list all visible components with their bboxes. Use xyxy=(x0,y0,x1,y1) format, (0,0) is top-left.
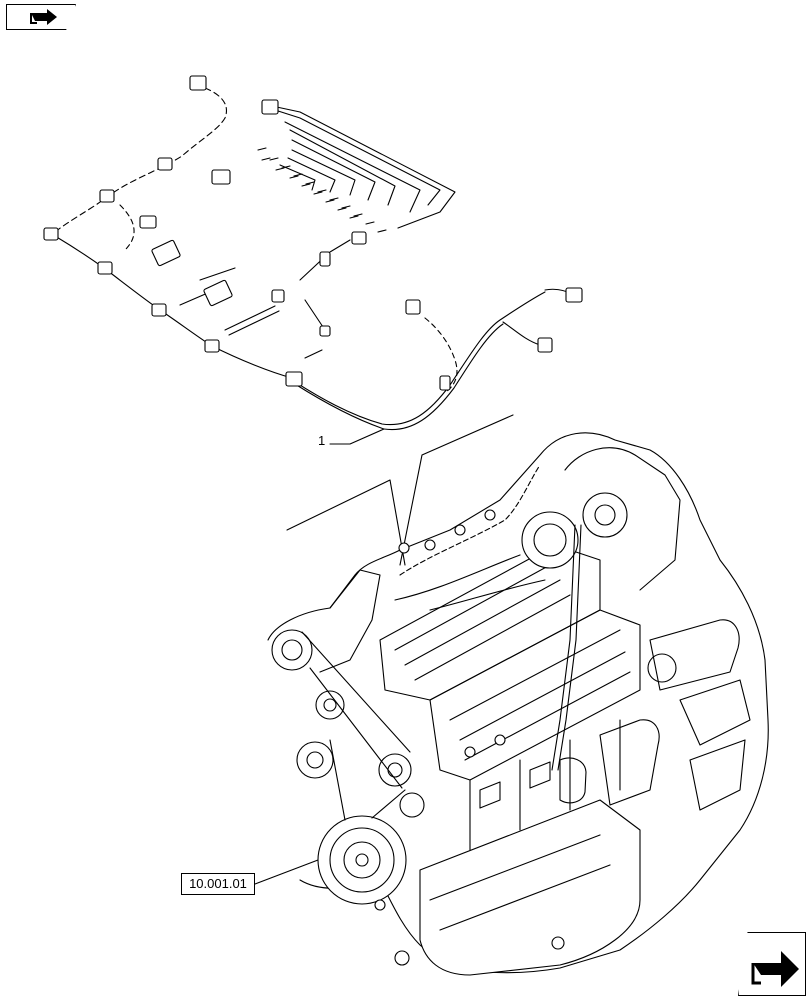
reference-box-10-001-01[interactable]: 10.001.01 xyxy=(181,873,255,895)
forward-arrow-icon xyxy=(751,951,799,987)
wiring-harness xyxy=(43,75,583,445)
engine-assembly xyxy=(267,414,769,976)
back-arrow-icon xyxy=(30,9,57,25)
previous-page-button[interactable] xyxy=(6,4,76,30)
reference-leader xyxy=(254,859,319,885)
next-page-button[interactable] xyxy=(738,932,806,996)
callout-1: 1 xyxy=(318,433,326,448)
